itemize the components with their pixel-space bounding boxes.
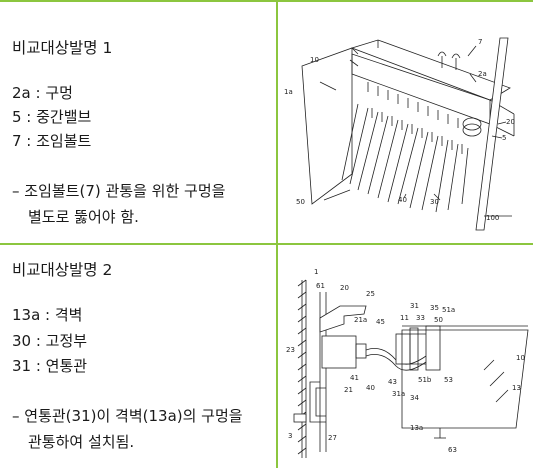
- row1-note-line1: – 조임볼트(7) 관통을 위한 구멍을: [12, 182, 226, 200]
- fig2-label: 21: [344, 386, 353, 394]
- fig1-label: 1a: [284, 88, 293, 96]
- fig2-label: 53: [444, 376, 453, 384]
- fig2-label: 27: [328, 434, 337, 442]
- row-divider: [0, 243, 533, 245]
- fig1-label: 5: [502, 134, 506, 142]
- fig2-label: 23: [286, 346, 295, 354]
- fig2-label: 63: [448, 446, 457, 454]
- fig2-label: 31a: [392, 390, 405, 398]
- table-top-border: [0, 0, 533, 2]
- fig2-label: 33: [416, 314, 425, 322]
- fig2-label: 35: [430, 304, 439, 312]
- fig2-label: 50: [434, 316, 443, 324]
- fig1-label: 10: [310, 56, 319, 64]
- fig2-label: 45: [376, 318, 385, 326]
- fig2-label: 10: [516, 354, 525, 362]
- fig2-label: 3: [288, 432, 292, 440]
- fig1-label: 20: [506, 118, 515, 126]
- fig1-label: 100: [486, 214, 499, 222]
- fig2-label: 13: [512, 384, 521, 392]
- row1-item: 2a : 구멍: [12, 84, 73, 102]
- row2-note-line1: – 연통관(31)이 격벽(13a)의 구멍을: [12, 407, 243, 425]
- row2-note-line2: 관통하여 설치됨.: [28, 433, 135, 451]
- fig2-label: 25: [366, 290, 375, 298]
- fig2-label: 40: [366, 384, 375, 392]
- row2-title: 비교대상발명 2: [12, 261, 113, 279]
- fig2-label: 21a: [354, 316, 367, 324]
- fig1-label: 30: [430, 198, 439, 206]
- fig2-label: 20: [340, 284, 349, 292]
- fig2-label: 1: [314, 268, 318, 276]
- fig2-label: 51b: [418, 376, 432, 384]
- manifold-drawing: 7 10 1a 2a 20 5 50 40 30 100: [284, 37, 515, 231]
- fig2-label: 61: [316, 282, 325, 290]
- fig2-label: 31: [410, 302, 419, 310]
- row1-title: 비교대상발명 1: [12, 39, 113, 57]
- row1-item: 5 : 중간밸브: [12, 108, 92, 126]
- fig2-label: 51a: [442, 306, 455, 314]
- fig2-label: 41: [350, 374, 359, 382]
- fig2-label: 34: [410, 394, 419, 402]
- fig2-label: 11: [400, 314, 409, 322]
- fig1-label: 40: [398, 196, 407, 204]
- fig1-label: 50: [296, 198, 305, 206]
- row2-item: 30 : 고정부: [12, 332, 88, 350]
- row1-note-line2: 별도로 뚫어야 함.: [28, 208, 139, 226]
- column-divider: [276, 0, 278, 468]
- fig2-label: 13a: [410, 424, 423, 432]
- fig1-label: 2a: [478, 70, 487, 78]
- cross-section-drawing: 1 61 20 25 21a 45 11 31 33 35 51a 50 10 …: [286, 268, 529, 458]
- fig1-label: 7: [478, 38, 482, 46]
- row2-item: 31 : 연통관: [12, 357, 88, 375]
- figure-invention-1: 7 10 1a 2a 20 5 50 40 30 100: [280, 4, 530, 240]
- fig2-label: 43: [388, 378, 397, 386]
- figure-invention-2: 1 61 20 25 21a 45 11 31 33 35 51a 50 10 …: [284, 262, 530, 466]
- row2-item: 13a : 격벽: [12, 306, 83, 324]
- row1-item: 7 : 조임볼트: [12, 132, 92, 150]
